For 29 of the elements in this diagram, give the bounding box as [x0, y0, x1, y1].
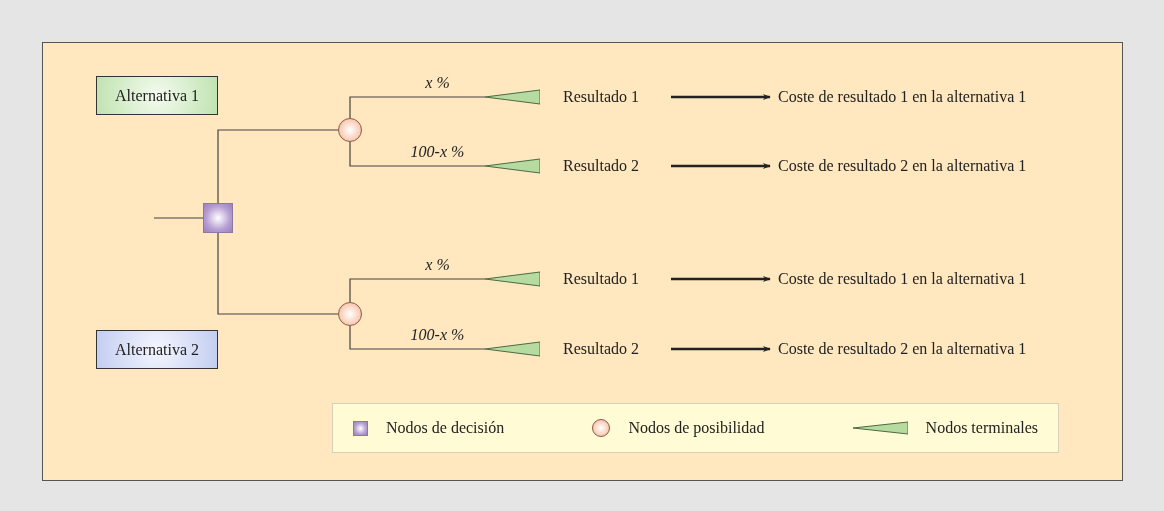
branch-line	[217, 129, 339, 204]
cost-text: Resultado 1	[563, 269, 663, 289]
branch-line	[217, 232, 339, 315]
legend-text: Nodos terminales	[925, 418, 1038, 438]
branch-line	[349, 96, 486, 119]
cost-text: Resultado 2	[563, 339, 663, 359]
cost-text: Coste de resultado 1 en la alternativa 1	[778, 269, 1098, 289]
arrow	[671, 275, 771, 283]
branch-line	[349, 278, 486, 303]
legend-text: Nodos de decisión	[386, 418, 505, 438]
terminal-triangle	[485, 341, 540, 357]
arrow	[671, 162, 771, 170]
branch-line	[153, 217, 204, 219]
branch-line	[349, 325, 486, 350]
cost-text: Coste de resultado 2 en la alternativa 1	[778, 339, 1098, 359]
alternative-box: Alternativa 1	[96, 76, 218, 115]
terminal-triangle	[485, 271, 540, 287]
legend-text: Nodos de posibilidad	[628, 418, 765, 439]
outcome-text: Resultado 1	[563, 87, 663, 107]
terminal-triangle	[485, 158, 540, 174]
cost-text: Coste de resultado 2 en la alternativa 1	[778, 156, 1098, 176]
arrow	[671, 345, 771, 353]
cost-text: Coste de resultado 1 en la alternativa 1	[778, 87, 1098, 107]
arrow	[671, 93, 771, 101]
decision-square	[203, 203, 233, 233]
alternative-box: Alternativa 2	[96, 330, 218, 369]
outcome-text: Resultado 2	[563, 156, 663, 176]
terminal-triangle	[485, 89, 540, 105]
branch-line	[349, 141, 486, 167]
